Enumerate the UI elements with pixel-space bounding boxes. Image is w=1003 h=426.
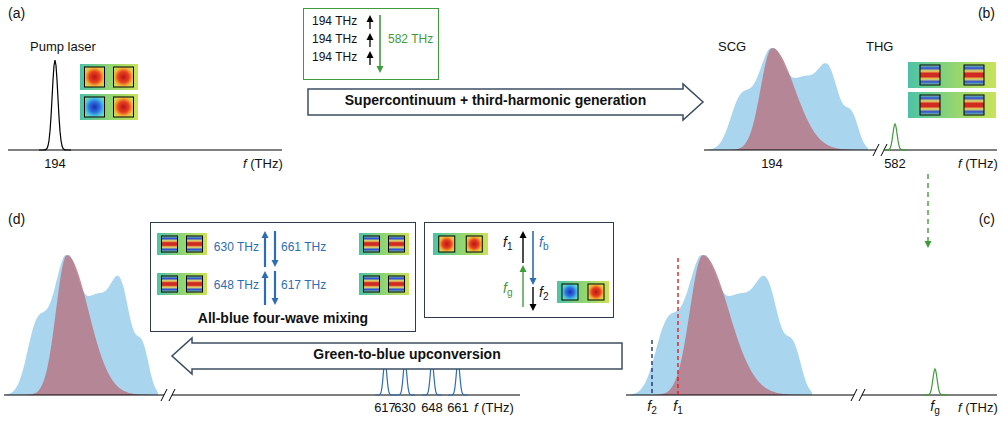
arrow-line: [369, 58, 370, 65]
supercontinuum-spectrum: [6, 255, 158, 395]
component-label: THG: [866, 40, 893, 54]
tick-label: 661: [447, 401, 469, 415]
axis-break: [161, 389, 167, 401]
arrow-head: [530, 278, 537, 285]
mode-profile: [80, 94, 138, 120]
mode-profile: [80, 64, 138, 90]
arrow-line: [379, 15, 381, 66]
mode-profile: [157, 273, 207, 295]
panel-letter: (c): [979, 212, 995, 227]
arrow-line: [274, 271, 276, 298]
arrow-line: [264, 278, 266, 305]
frequency-symbol: f1: [503, 235, 513, 252]
process-name: All-blue four-wave mixing: [151, 311, 415, 326]
frequency-label: 648 THz: [214, 279, 259, 292]
frequency-label: 582 THz: [388, 33, 433, 46]
arrow-line: [274, 231, 276, 260]
node-shape: [425, 223, 615, 319]
axis-title: f (THz): [243, 157, 283, 171]
mode-profile: [359, 273, 409, 295]
tick-label: 648: [421, 401, 443, 415]
frequency-label: 661 THz: [281, 241, 326, 254]
frequency-symbol: f2: [647, 399, 657, 416]
mode-profile: [908, 62, 996, 88]
pump-line-f2: [651, 340, 652, 395]
mode-profile: [433, 233, 488, 255]
frequency-axis: [8, 149, 282, 150]
arrow-head: [520, 231, 527, 238]
axis-title: f (THz): [958, 157, 998, 171]
arrow-line: [927, 174, 928, 241]
arrow-head: [272, 260, 279, 267]
supercontinuum-spectrum: [708, 48, 868, 150]
arrow-line: [522, 272, 523, 307]
arrow-head: [520, 265, 527, 272]
component-label: SCG: [718, 40, 746, 54]
block-arrow: [172, 338, 622, 374]
upconversion-box: f1 fb fg f2: [424, 222, 614, 318]
tick-label: 630: [394, 401, 416, 415]
arrow-line: [369, 22, 370, 29]
axis-break: [873, 144, 879, 156]
frequency-label: 617 THz: [281, 279, 326, 292]
process-name: Supercontinuum + third-harmonic generati…: [308, 93, 703, 108]
arrow-head: [272, 298, 279, 305]
tick-label: 617: [374, 401, 396, 415]
arrow-line: [522, 238, 523, 263]
tick-label: 194: [44, 157, 66, 171]
frequency-label: 194 THz: [312, 33, 357, 46]
block-arrow: [308, 84, 703, 120]
frequency-symbol: fg: [930, 399, 940, 416]
axis-break: [851, 389, 857, 401]
photon-diagram-box: 194 THz 194 THz 194 THz 582 THz: [303, 8, 439, 80]
frequency-label: 194 THz: [312, 51, 357, 64]
frequency-symbol: f1: [673, 399, 683, 416]
panel-letter: (a): [8, 6, 25, 21]
spectral-peak: [923, 369, 947, 395]
axis-title: f (THz): [958, 401, 998, 415]
panel-letter: (b): [978, 6, 995, 21]
arrow-head: [377, 66, 384, 73]
process-arrow: Green-to-blue upconversion: [172, 338, 622, 374]
pump-line-f1: [677, 258, 678, 395]
arrow-line: [532, 287, 533, 304]
supercontinuum-spectrum: [708, 48, 868, 150]
arrow-head: [530, 304, 537, 311]
axis-title: f (THz): [474, 401, 514, 415]
arrow-line: [369, 40, 370, 47]
mode-profile: [908, 92, 996, 118]
frequency-label: 194 THz: [312, 15, 357, 28]
tick-label: 582: [884, 157, 906, 171]
frequency-symbol: fg: [503, 281, 513, 298]
frequency-symbol: f2: [539, 285, 549, 302]
spectral-peak: [39, 60, 71, 150]
supercontinuum-spectrum: [6, 255, 158, 395]
frequency-label: 630 THz: [214, 241, 259, 254]
arrow-head: [367, 15, 374, 22]
arrow-head: [262, 231, 269, 238]
arrow-line: [264, 238, 266, 267]
frequency-symbol: fb: [539, 235, 549, 252]
mode-profile: [157, 233, 207, 255]
arrow-line: [532, 231, 534, 278]
arrow-head: [367, 51, 374, 58]
panel-letter: (d): [8, 212, 25, 227]
arrow-head: [367, 33, 374, 40]
frequency-axis: [4, 394, 520, 395]
mode-profile: [557, 281, 609, 303]
frequency-axis: [704, 149, 997, 150]
spectral-peak: [883, 124, 907, 150]
supercontinuum-spectrum: [630, 255, 812, 395]
axis-break: [859, 389, 865, 401]
tick-label: 194: [761, 157, 783, 171]
supercontinuum-spectrum: [630, 255, 812, 395]
process-arrow: Supercontinuum + third-harmonic generati…: [308, 84, 703, 120]
axis-break: [169, 389, 175, 401]
component-label: Pump laser: [30, 40, 96, 54]
mode-profile: [359, 233, 409, 255]
arrow-head: [262, 271, 269, 278]
process-name: Green-to-blue upconversion: [172, 347, 622, 362]
four-wave-mixing-box: 630 THz 661 THz 648 THz 617 THzAll-blue fou…: [150, 222, 416, 332]
arrow-head: [925, 241, 932, 248]
